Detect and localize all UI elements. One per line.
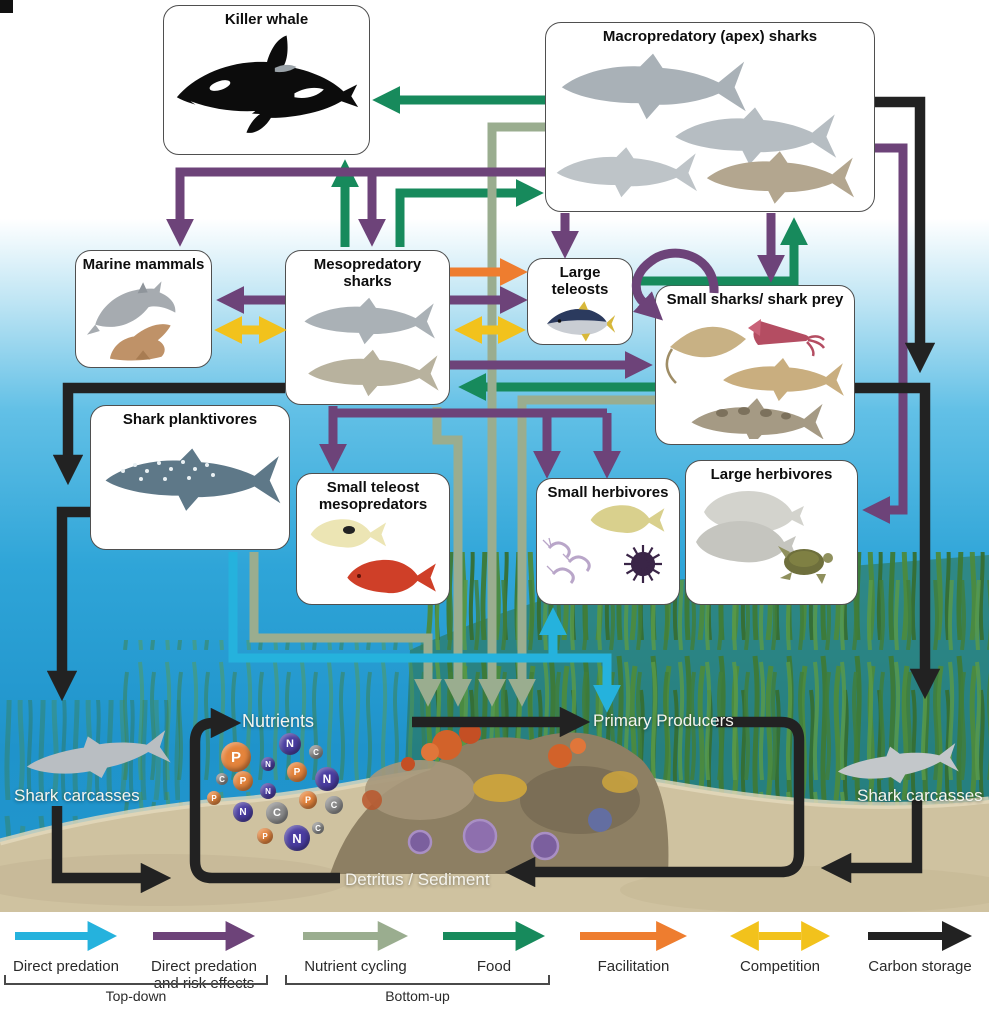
facilitation-arrow-icon [580,921,687,951]
legend-label: Nutrient cycling [304,958,407,975]
nutrient-bubble-n: N [315,767,339,791]
box-large-herbivores: Large herbivores [685,460,858,605]
legend-bracket-top-down [4,975,268,985]
nutrient-cycling-arrow-icon [303,921,408,951]
killer-whale-image [176,35,358,133]
nutrient-bubble-p: P [221,742,251,772]
shark-planktivores-image [105,448,281,511]
legend-item-facilitation: Facilitation [550,921,717,975]
box-title: Small herbivores [547,484,669,501]
corner-mark [0,0,13,13]
label-shark-carcasses-right: Shark carcasses [857,786,983,805]
box-mesopredatory-sharks: Mesopredatory sharks [285,250,450,405]
box-apex-sharks: Macropredatory (apex) sharks [545,22,875,212]
nutrient-bubble-c: C [216,773,228,785]
risk-effects-arrow-icon [153,921,255,951]
apex-sharks-image [556,53,855,204]
box-title: Killer whale [224,11,309,28]
nutrient-bubble-n: N [233,802,253,822]
legend-label: Facilitation [597,958,670,975]
label-detritus-sediment: Detritus / Sediment [345,870,490,889]
marine-mammals-image [86,281,175,361]
large-herbivores-image [696,490,833,584]
box-shark-planktivores: Shark planktivores [90,405,290,550]
nutrient-bubble-n: N [261,757,275,771]
small-herbivores-image [542,505,665,584]
box-title: Large teleosts [551,264,609,298]
legend-label: Direct predation [13,958,119,975]
nutrient-bubble-c: C [312,822,324,834]
sea-turtle [778,545,833,584]
legend-item-food: Food [413,921,575,975]
direct-predation-arrow-icon [15,921,117,951]
nutrient-bubble-p: P [257,828,273,844]
legend-group-label: Bottom-up [385,988,450,1004]
small-teleost-mesopredators-image [310,518,436,593]
legend-item-carbon-storage: Carbon storage [838,921,989,975]
label-shark-carcasses-left: Shark carcasses [14,786,140,805]
legend-item-nutrient-cycling: Nutrient cycling [273,921,438,975]
legend-label: Carbon storage [868,958,972,975]
nutrient-bubble-n: N [279,733,301,755]
box-title: Mesopredatory sharks [313,256,422,290]
nutrient-bubble-p: P [287,762,307,782]
legend-item-direct-predation: Direct predation [0,921,147,975]
competition-arrow-icon [730,921,830,951]
box-small-herbivores: Small herbivores [536,478,680,605]
box-title: Shark planktivores [122,411,258,428]
nutrient-bubble-n: N [260,783,276,799]
box-small-teleost-mesopredators: Small teleost mesopredators [296,473,450,605]
label-nutrients: Nutrients [242,711,315,731]
nutrient-bubble-c: C [266,802,288,824]
box-large-teleosts: Large teleosts [527,258,633,345]
legend-bracket-bottom-up [285,975,550,985]
food-arrow-icon [443,921,545,951]
box-killer-whale: Killer whale [163,5,370,155]
legend-label: Competition [739,958,821,975]
nutrient-bubble-c: C [309,745,323,759]
legend-label: Food [476,958,512,975]
carbon-storage-arrow-icon [868,921,972,951]
small-sharks-image [665,318,844,439]
box-title: Large herbivores [710,466,833,483]
box-title: Small teleost mesopredators [318,479,428,513]
mesopredatory-sharks-image [303,297,439,396]
box-title: Marine mammals [82,256,205,273]
legend-group-label: Top-down [105,988,167,1004]
box-small-sharks: Small sharks/ shark prey [655,285,855,445]
box-title: Small sharks/ shark prey [666,291,844,308]
nutrient-bubble-p: P [299,791,317,809]
label-primary-producers: Primary Producers [593,711,734,730]
nutrient-bubble-p: P [207,791,221,805]
nutrient-bubble-c: C [325,796,343,814]
box-title: Macropredatory (apex) sharks [602,28,818,45]
legend-item-competition: Competition [700,921,860,975]
large-teleosts-image [547,300,616,342]
box-marine-mammals: Marine mammals [75,250,212,368]
nutrient-bubble-n: N [284,825,310,851]
nutrient-bubble-p: P [233,771,253,791]
